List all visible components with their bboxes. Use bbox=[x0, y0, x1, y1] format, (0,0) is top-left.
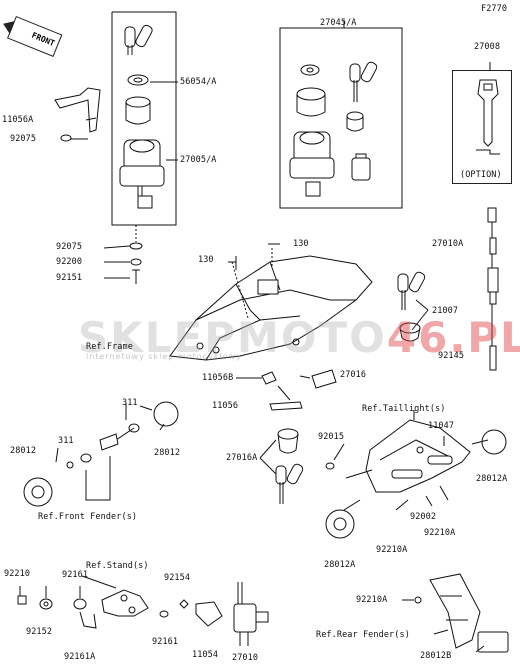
label-92210a-rear: 92210A bbox=[356, 595, 388, 605]
label-92075-lower: 92075 bbox=[56, 242, 83, 252]
option-key bbox=[477, 79, 499, 147]
label-27045a: 27045/A bbox=[320, 18, 357, 28]
label-130-left: 130 bbox=[198, 255, 214, 265]
ignition-group-bracket bbox=[111, 11, 177, 226]
label-11056b: 11056B bbox=[202, 373, 234, 383]
label-11054: 11054 bbox=[192, 650, 219, 660]
label-130-right: 130 bbox=[293, 239, 309, 249]
label-27010: 27010 bbox=[232, 653, 259, 663]
label-28012-left: 28012 bbox=[10, 446, 37, 456]
label-311-upper: 311 bbox=[122, 398, 138, 408]
label-28012-right: 28012 bbox=[154, 448, 181, 458]
bracket-11056b bbox=[261, 371, 277, 385]
label-92154: 92154 bbox=[164, 573, 191, 583]
frame-drawing bbox=[169, 255, 373, 361]
option-label: (OPTION) bbox=[460, 170, 502, 180]
ref-rear-fender: Ref.Rear Fender(s) bbox=[316, 630, 410, 640]
label-92152: 92152 bbox=[26, 627, 53, 637]
label-92210a-bottom: 92210A bbox=[376, 545, 408, 555]
diagram-id: F2770 bbox=[481, 4, 508, 14]
label-11056: 11056 bbox=[212, 401, 239, 411]
label-92145: 92145 bbox=[438, 351, 465, 361]
label-11047: 11047 bbox=[428, 421, 455, 431]
lockset-group-box bbox=[279, 27, 403, 209]
option-box bbox=[452, 70, 512, 184]
label-27008: 27008 bbox=[474, 42, 501, 52]
label-92161a: 92161A bbox=[64, 652, 96, 662]
label-311-lower: 311 bbox=[58, 436, 74, 446]
key-drawing-1 bbox=[124, 24, 153, 55]
label-27005a: 27005/A bbox=[180, 155, 217, 165]
rear-fender-bracket bbox=[429, 573, 509, 653]
watermark-tagline: internetowy sklep motocyklowy bbox=[86, 352, 242, 361]
ignition-switch-drawing bbox=[119, 139, 165, 209]
label-92002: 92002 bbox=[410, 512, 437, 522]
label-28012a-right: 28012A bbox=[476, 474, 508, 484]
switch-27010a bbox=[487, 207, 499, 371]
ref-frame: Ref.Frame bbox=[86, 342, 133, 352]
label-92161-lower: 92161 bbox=[152, 637, 179, 647]
label-92015: 92015 bbox=[318, 432, 345, 442]
bracket-11056a bbox=[54, 87, 101, 133]
label-28012b: 28012B bbox=[420, 651, 452, 661]
watermark: SKLEPMOTO46.PL bbox=[78, 313, 520, 362]
label-27010a: 27010A bbox=[432, 239, 464, 249]
label-92200: 92200 bbox=[56, 257, 83, 267]
label-56054a: 56054/A bbox=[180, 77, 217, 87]
label-92210: 92210 bbox=[4, 569, 31, 579]
label-92161-upper: 92161 bbox=[62, 570, 89, 580]
label-92075-upper: 92075 bbox=[10, 134, 37, 144]
ref-taillight: Ref.Taillight(s) bbox=[362, 404, 446, 414]
label-92210a-center: 92210A bbox=[424, 528, 456, 538]
label-21007: 21007 bbox=[432, 306, 459, 316]
ref-front-fender: Ref.Front Fender(s) bbox=[38, 512, 138, 522]
label-27016a: 27016A bbox=[226, 453, 258, 463]
taillight-bracket bbox=[365, 419, 471, 493]
label-11056a: 11056A bbox=[2, 115, 34, 125]
washer-56054 bbox=[127, 74, 149, 86]
label-92151: 92151 bbox=[56, 273, 83, 283]
cap-drawing bbox=[125, 96, 151, 125]
lockset-key bbox=[349, 61, 378, 102]
label-28012a-left: 28012A bbox=[324, 560, 356, 570]
ref-stand: Ref.Stand(s) bbox=[86, 561, 149, 571]
label-27016: 27016 bbox=[340, 370, 367, 380]
